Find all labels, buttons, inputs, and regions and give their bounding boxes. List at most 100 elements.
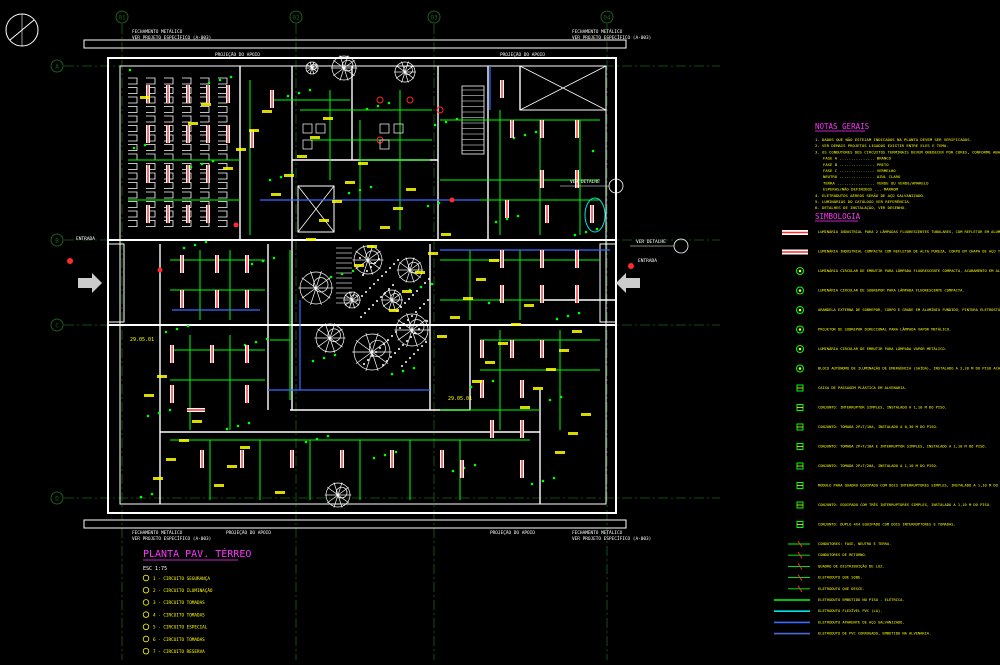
grid-col-label: 03	[430, 15, 438, 22]
bottom-label-2-line1: FECHAMENTO METÁLICO	[572, 529, 623, 536]
luminaire-icon[interactable]	[146, 85, 150, 103]
luminaire-icon[interactable]	[440, 450, 444, 468]
outlet-point	[168, 408, 172, 412]
circuit-row: 5 - CIRCUITO ESPECIAL	[142, 623, 208, 631]
circular-luminaire-icon[interactable]	[376, 96, 384, 104]
legend-item-text: ELETRODUTO DE PVC CORRUGADO, EMBUTIDO NA…	[818, 632, 931, 636]
luminaire-icon[interactable]	[210, 345, 214, 363]
luminaire-icon[interactable]	[215, 255, 219, 273]
detail-callout-1[interactable]: VER DETALHE	[560, 178, 624, 194]
luminaires[interactable]	[146, 80, 594, 478]
luminaire-icon[interactable]	[166, 165, 170, 183]
legend-item-text: MÓDULO PARA QUADRO EQUIPADO COM DOIS INT…	[818, 483, 1000, 488]
circular-luminaire-icon[interactable]	[406, 96, 414, 104]
module-box-icon	[796, 482, 804, 489]
seat	[128, 191, 138, 199]
circuit-number-icon	[142, 648, 150, 655]
luminaire-icon[interactable]	[206, 165, 210, 183]
seat	[200, 106, 210, 113]
luminaire-icon[interactable]	[575, 250, 579, 268]
luminaire-icon[interactable]	[520, 460, 524, 478]
luminaire-icon[interactable]	[245, 345, 249, 363]
grid-bubble-col	[289, 10, 303, 24]
luminaire-icon[interactable]	[170, 385, 174, 403]
luminaire-icon[interactable]	[520, 380, 524, 398]
luminaire-icon[interactable]	[166, 85, 170, 103]
luminaire-icon[interactable]	[575, 170, 579, 188]
luminaire-icon[interactable]	[215, 290, 219, 308]
luminaire-icon[interactable]	[206, 205, 210, 223]
luminaire-icon[interactable]	[250, 130, 254, 148]
luminaire-icon[interactable]	[510, 120, 514, 138]
luminaire-icon[interactable]	[545, 205, 549, 223]
luminaire-icon[interactable]	[170, 345, 174, 363]
luminaire-icon[interactable]	[206, 125, 210, 143]
luminaire-icon[interactable]	[146, 125, 150, 143]
luminaire-icon[interactable]	[505, 200, 509, 218]
luminaire-icon[interactable]	[500, 285, 504, 303]
luminaire-icon[interactable]	[575, 120, 579, 138]
luminaire-icon[interactable]	[187, 408, 205, 412]
entry-arrow-right-icon	[616, 273, 640, 293]
outlet-point	[566, 314, 570, 318]
luminaire-icon[interactable]	[180, 255, 184, 273]
detail-callout-2[interactable]: VER DETALHE	[630, 238, 689, 254]
luminaire-icon[interactable]	[206, 85, 210, 103]
top-label-2-line1: FECHAMENTO METÁLICO	[572, 28, 623, 35]
auditorium-seats	[128, 77, 228, 227]
luminaire-icon[interactable]	[146, 205, 150, 223]
luminaire-icon[interactable]	[180, 290, 184, 308]
luminaire-icon[interactable]	[186, 165, 190, 183]
legend-list: LUMINÁRIA INDUSTRIAL PARA 2 LÂMPADAS FLU…	[774, 229, 1000, 636]
luminaire-icon[interactable]	[245, 255, 249, 273]
circuit-tag-mark	[402, 290, 412, 293]
seat	[182, 106, 192, 113]
outlet-point	[182, 246, 186, 250]
luminaire-icon[interactable]	[186, 85, 190, 103]
luminaire-icon[interactable]	[166, 125, 170, 143]
luminaire-icon[interactable]	[540, 120, 544, 138]
luminaire-icon[interactable]	[245, 290, 249, 308]
luminaire-icon[interactable]	[490, 420, 494, 438]
seat	[200, 77, 210, 85]
luminaire-icon[interactable]	[590, 205, 594, 223]
luminaire-icon[interactable]	[500, 80, 504, 98]
outlet-point	[372, 456, 376, 460]
seat	[218, 153, 228, 161]
luminaire-icon[interactable]	[480, 340, 484, 358]
luminaire-icon[interactable]	[540, 340, 544, 358]
luminaire-icon[interactable]	[186, 205, 190, 223]
luminaire-icon[interactable]	[240, 450, 244, 468]
luminaire-icon[interactable]	[540, 170, 544, 188]
luminaire-icon[interactable]	[460, 460, 464, 478]
luminaire-icon[interactable]	[186, 125, 190, 143]
outlet-point	[132, 146, 136, 150]
luminaire-icon[interactable]	[226, 85, 230, 103]
grid-col-label: 01	[118, 15, 126, 22]
luminaire-icon[interactable]	[245, 385, 249, 403]
luminaire-icon[interactable]	[390, 450, 394, 468]
outlet-point	[473, 463, 477, 467]
seat	[128, 163, 138, 170]
luminaire-icon[interactable]	[166, 205, 170, 223]
luminaire-icon[interactable]	[270, 90, 274, 108]
panel-icon	[233, 222, 239, 228]
outlet-point	[347, 191, 351, 195]
circular-luminaire-icon[interactable]	[436, 106, 444, 114]
luminaire-icon[interactable]	[290, 450, 294, 468]
luminaire-icon[interactable]	[540, 285, 544, 303]
luminaire-icon[interactable]	[575, 285, 579, 303]
luminaire-icon[interactable]	[340, 450, 344, 468]
outlet-point	[146, 414, 150, 418]
outlet-point	[444, 120, 448, 124]
luminaire-icon[interactable]	[520, 420, 524, 438]
luminaire-icon[interactable]	[226, 125, 230, 143]
luminaire-icon[interactable]	[500, 250, 504, 268]
luminaire-icon[interactable]	[510, 340, 514, 358]
luminaire-icon[interactable]	[146, 165, 150, 183]
luminaire-icon[interactable]	[540, 250, 544, 268]
circuit-row: 1 - CIRCUITO SEGURANÇA	[142, 574, 210, 582]
luminaire-icon[interactable]	[200, 450, 204, 468]
